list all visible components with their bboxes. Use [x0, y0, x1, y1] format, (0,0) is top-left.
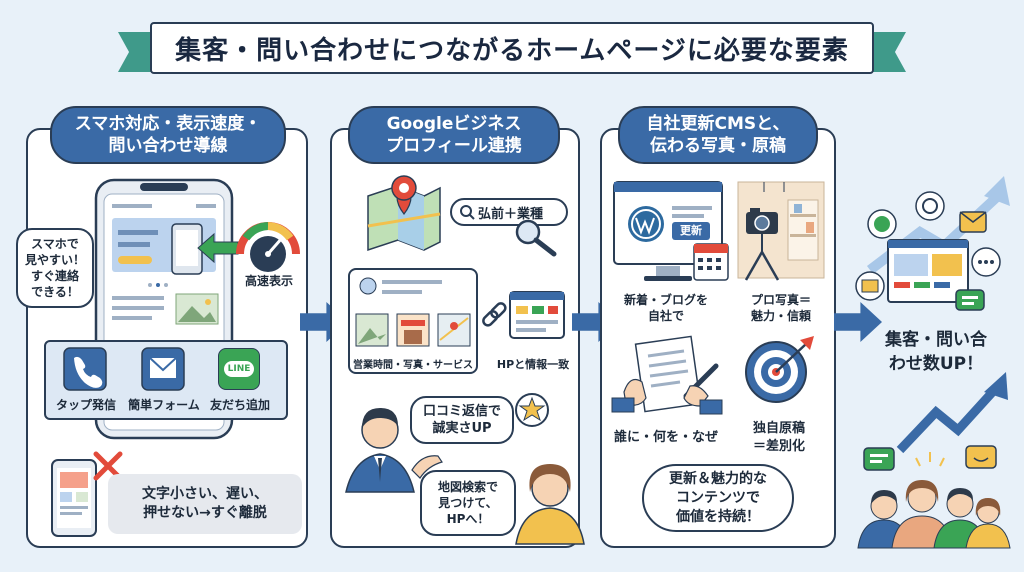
original-content-label: 独自原稿＝差別化 — [752, 421, 805, 454]
panel-google-heading: Googleビジネスプロフィール連携 — [348, 106, 560, 164]
line-badge: LINE — [223, 361, 255, 377]
speed-label: 高速表示 — [244, 274, 293, 288]
result-label: 集客・問い合わせ数UP！ — [885, 330, 987, 374]
writing-label: 誰に・何を・なぜ — [613, 430, 718, 445]
call-button-label[interactable]: タップ発信 — [55, 398, 116, 412]
form-button-label[interactable]: 簡単フォーム — [128, 398, 200, 412]
profile-label: 営業時間・写真・サービス — [353, 360, 473, 371]
mobile-friendly-bubble: スマホで見やすい！すぐ連絡できる！ — [16, 228, 94, 308]
review-reply-bubble: 口コミ返信で誠実さUP — [410, 396, 514, 444]
hp-consistency-label: HPと情報一致 — [496, 358, 570, 371]
pro-photo-label: プロ写真＝魅力・信頼 — [750, 293, 811, 323]
line-icon[interactable]: LINE — [218, 348, 260, 390]
cms-label: 新着・ブログを自社で — [623, 293, 708, 323]
panel-cms-heading: 自社更新CMSと、伝わる写真・原稿 — [618, 106, 818, 164]
search-text: 弘前＋業種 — [478, 206, 544, 222]
value-bubble: 更新＆魅力的なコンテンツで価値を持続！ — [642, 464, 794, 532]
update-button[interactable]: 更新 — [672, 222, 710, 240]
page-title: 集客・問い合わせにつながるホームページに必要な要素 — [150, 22, 874, 74]
panel-mobile-heading: スマホ対応・表示速度・問い合わせ導線 — [50, 106, 286, 164]
bad-example-note: 文字小さい、遅い、押せない→すぐ離脱 — [108, 474, 302, 534]
search-box[interactable]: 弘前＋業種 — [450, 198, 568, 226]
line-button-label[interactable]: 友だち追加 — [209, 398, 270, 412]
map-search-bubble: 地図検索で見つけて、HPへ！ — [420, 470, 516, 536]
